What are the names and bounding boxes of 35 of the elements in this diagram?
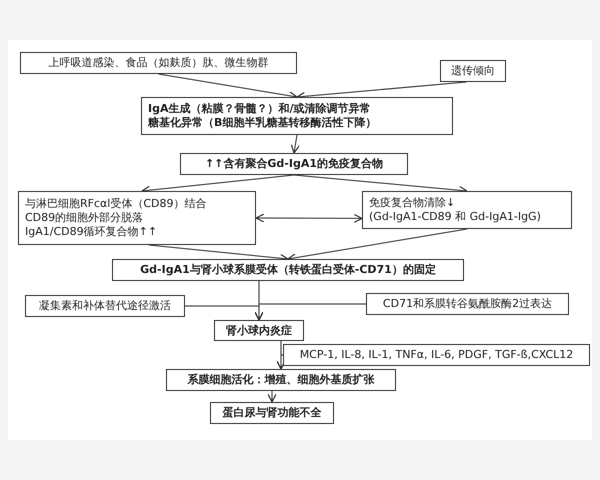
process-box [180,153,408,175]
box-text: 肾小球内炎症 [226,324,292,338]
box-text: CD89的细胞外部分脱落 [25,211,144,225]
process-box [214,320,304,341]
box-text: 与淋巴细胞RFcαl受体（CD89）结合 [25,197,206,211]
process-box [20,52,297,74]
arrow [267,390,277,403]
box-text: (Gd-IgA1-CD89 和 Gd-IgA1-IgG) [369,210,541,224]
arrow [255,213,363,223]
box-text: Gd-IgA1与肾小球系膜受体（转铁蛋白受体-CD71）的固定 [140,263,436,277]
box-text: CD71和系膜转谷氨酰胺酶2过表达 [382,297,552,311]
process-box [440,60,506,82]
box-text: 凝集素和补体替代途径激活 [39,299,171,313]
arrow [276,354,286,370]
box-text: 遗传倾向 [451,64,495,78]
box-text: IgA生成（粘膜？骨髓？）和/或清除调节异常 [148,102,370,116]
process-box [141,97,453,135]
process-box [166,369,396,391]
box-text: 系膜细胞活化：增殖、细胞外基质扩张 [188,373,374,387]
process-box [112,259,464,281]
box-text: 糖基化异常（B细胞半乳糖基转移酶活性下降） [148,116,376,130]
box-text: MCP-1, IL-8, IL-1, TNFα, IL-6, PDGF, TGF-ß,CXCL12 [300,348,574,362]
box-text: 蛋白尿与肾功能不全 [222,406,322,420]
box-text: 上呼吸道感染、食品（如麸质）肽、微生物群 [48,56,268,70]
arrow [290,134,300,154]
process-box [366,293,569,315]
process-box [283,344,590,366]
process-box [362,191,572,229]
process-box [210,402,334,424]
process-box [25,295,185,317]
box-text: IgA1/CD89循环复合物↑↑ [25,225,158,239]
box-text: 免疫复合物清除↓ [369,196,456,210]
box-text: ↑↑含有聚合Gd-IgA1的免疫复合物 [204,157,384,171]
arrow [254,304,366,321]
process-box [18,191,256,245]
